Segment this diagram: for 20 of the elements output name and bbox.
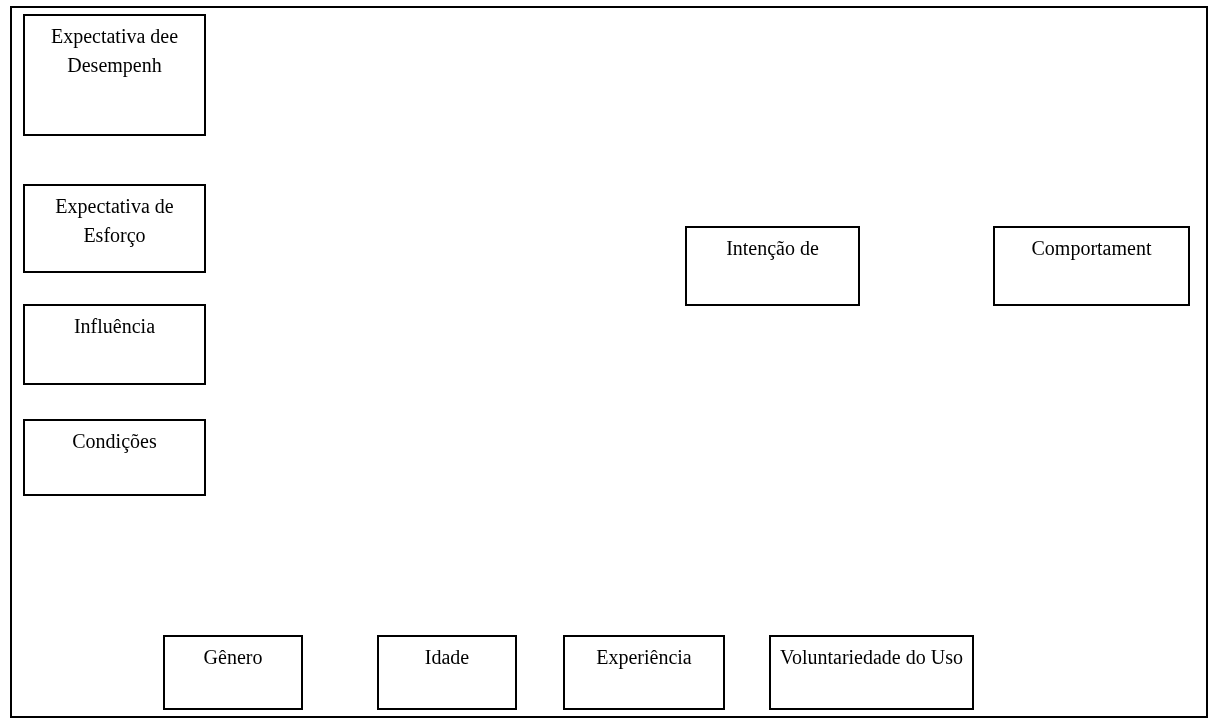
concept-box: [23, 304, 206, 385]
concept-box: [563, 635, 725, 710]
concept-box: [377, 635, 517, 710]
concept-label: Voluntariedade do Uso: [780, 645, 963, 670]
concept-label: Influência: [73, 314, 156, 339]
concept-box: [163, 635, 303, 710]
concept-label: Gênero: [203, 645, 263, 670]
concept-label: Expectativa de Esforço: [54, 194, 175, 249]
concept-label: Expectativa dee Desempenh: [49, 24, 180, 79]
concept-label: Intenção de: [726, 236, 819, 262]
concept-label: Condições: [72, 429, 157, 455]
concept-label: Comportament: [1031, 236, 1152, 262]
concept-box: [993, 226, 1190, 306]
concept-box: [23, 184, 206, 273]
concept-box: [23, 419, 206, 496]
concept-label: Idade: [424, 645, 470, 670]
concept-label: Experiência: [596, 645, 692, 671]
concept-box: [769, 635, 974, 710]
concept-box: [685, 226, 860, 306]
concept-box: [23, 14, 206, 136]
